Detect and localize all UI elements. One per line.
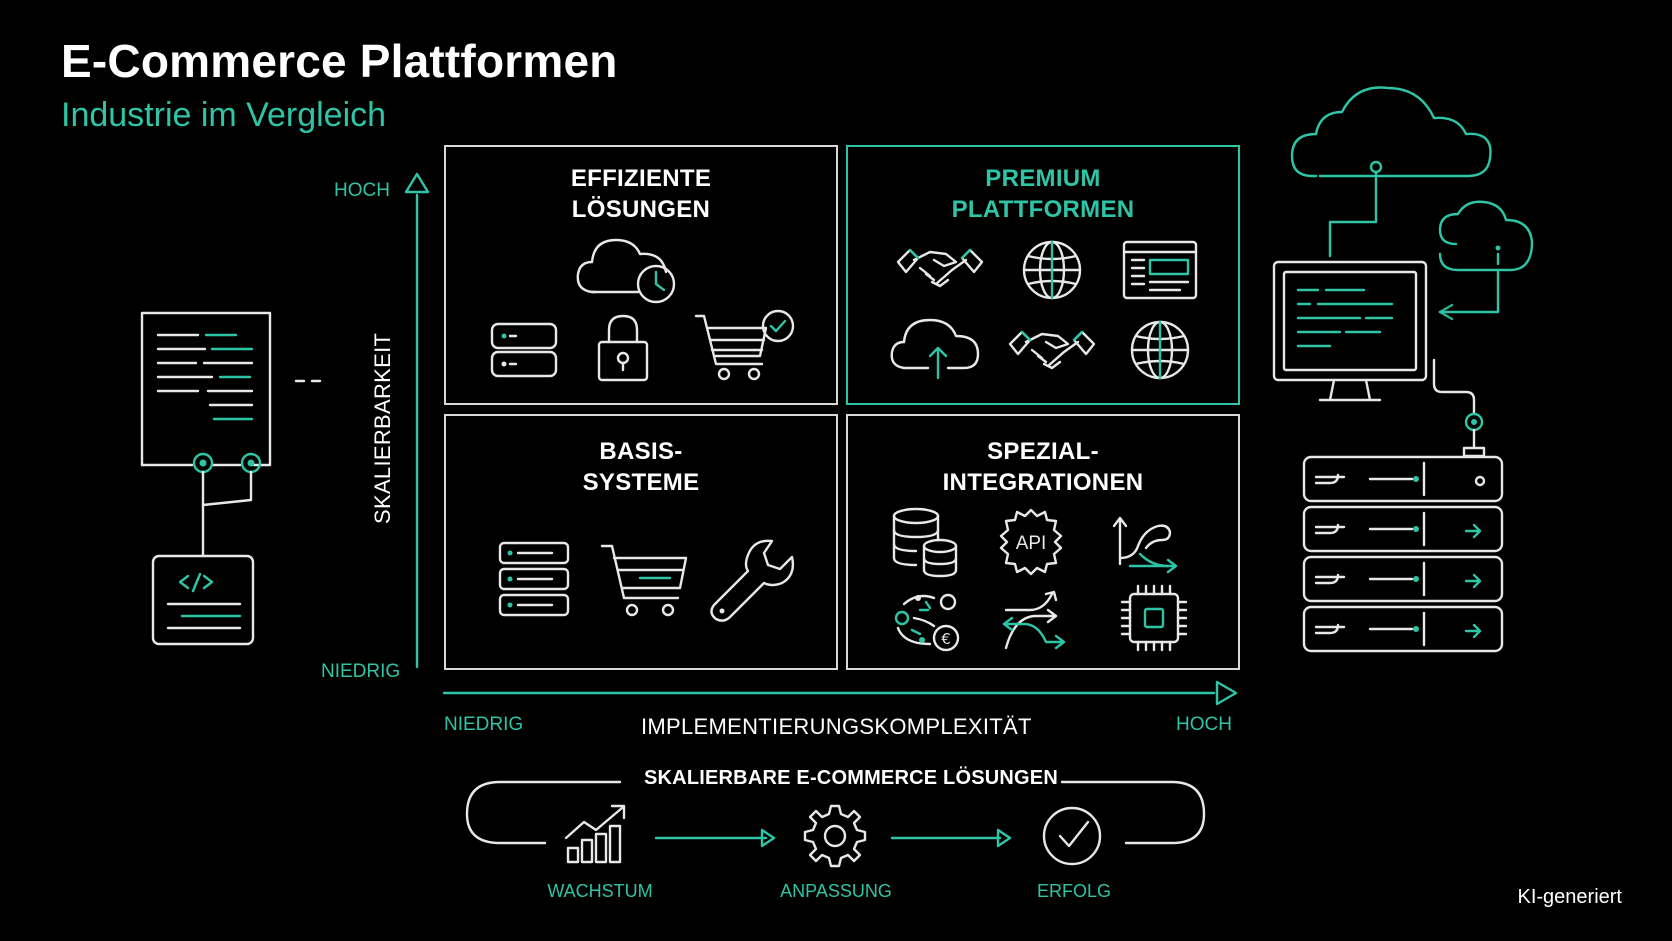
quadrant-title-line1: PREMIUM [985, 165, 1101, 192]
x-axis-high-label: HOCH [1176, 714, 1232, 735]
process-step-label-growth: WACHSTUM [547, 881, 653, 901]
page-subtitle: Industrie im Vergleich [61, 96, 387, 134]
shuffle-arrows-icon [1002, 590, 1066, 650]
process-track [465, 780, 1206, 848]
quadrant-special-integrations: SPEZIAL- INTEGRATIONEN [846, 414, 1240, 670]
svg-text:€: € [941, 630, 951, 648]
cloud-infrastructure-illustration [1272, 86, 1534, 653]
quadrant-title-line1: BASIS- [599, 438, 683, 465]
process-step-label-adaptation: ANPASSUNG [780, 881, 892, 901]
cloud-upload-icon [890, 318, 980, 380]
api-label: API [1016, 533, 1047, 554]
y-axis-high-label: HOCH [334, 180, 390, 201]
server-stack-icon [498, 541, 570, 617]
x-axis-arrow [442, 680, 1238, 706]
cloud-clock-icon [576, 238, 676, 304]
currency-network-icon: € [894, 593, 960, 652]
dashboard-window-icon [1122, 240, 1198, 300]
quadrant-title-line1: SPEZIAL- [987, 438, 1099, 465]
lock-icon [597, 314, 649, 382]
quadrant-title-line2: PLATTFORMEN [951, 196, 1135, 223]
quadrant-title-line2: SYSTEME [582, 469, 700, 496]
quadrant-title-line2: LÖSUNGEN [571, 196, 711, 223]
cart-icon [600, 544, 688, 617]
handshake-icon [896, 248, 984, 288]
process-title: SKALIERBARE E-COMMERCE LÖSUNGEN [632, 767, 1070, 790]
gear-icon [803, 804, 867, 868]
chip-icon [1120, 584, 1188, 652]
quadrant-title-line2: INTEGRATIONEN [942, 469, 1144, 496]
globe-icon [1130, 320, 1190, 380]
y-axis-low-label: NIEDRIG [321, 661, 401, 682]
page-title: E-Commerce Plattformen [61, 35, 618, 87]
x-axis-low-label: NIEDRIG [444, 714, 524, 735]
handshake-icon [1008, 330, 1096, 370]
quadrant-efficient-solutions: EFFIZIENTE LÖSUNGEN [444, 145, 838, 405]
wrench-icon [710, 539, 795, 622]
document-code-illustration [140, 311, 322, 646]
globe-icon [1022, 240, 1082, 300]
x-axis-title: IMPLEMENTIERUNGSKOMPLEXITÄT [641, 714, 1032, 739]
api-gear-icon: API [999, 508, 1063, 576]
process-step-label-success: ERFOLG [1036, 881, 1111, 901]
check-circle-icon [1042, 806, 1102, 866]
y-axis-arrow [404, 172, 430, 669]
watermark: KI-generiert [1517, 886, 1623, 908]
growth-chart-icon [564, 804, 626, 864]
database-icon [892, 507, 958, 578]
quadrant-title-line1: EFFIZIENTE [570, 165, 712, 192]
cart-check-icon [694, 309, 795, 381]
server-icon [490, 322, 558, 378]
flow-arrows-icon [1112, 516, 1178, 574]
